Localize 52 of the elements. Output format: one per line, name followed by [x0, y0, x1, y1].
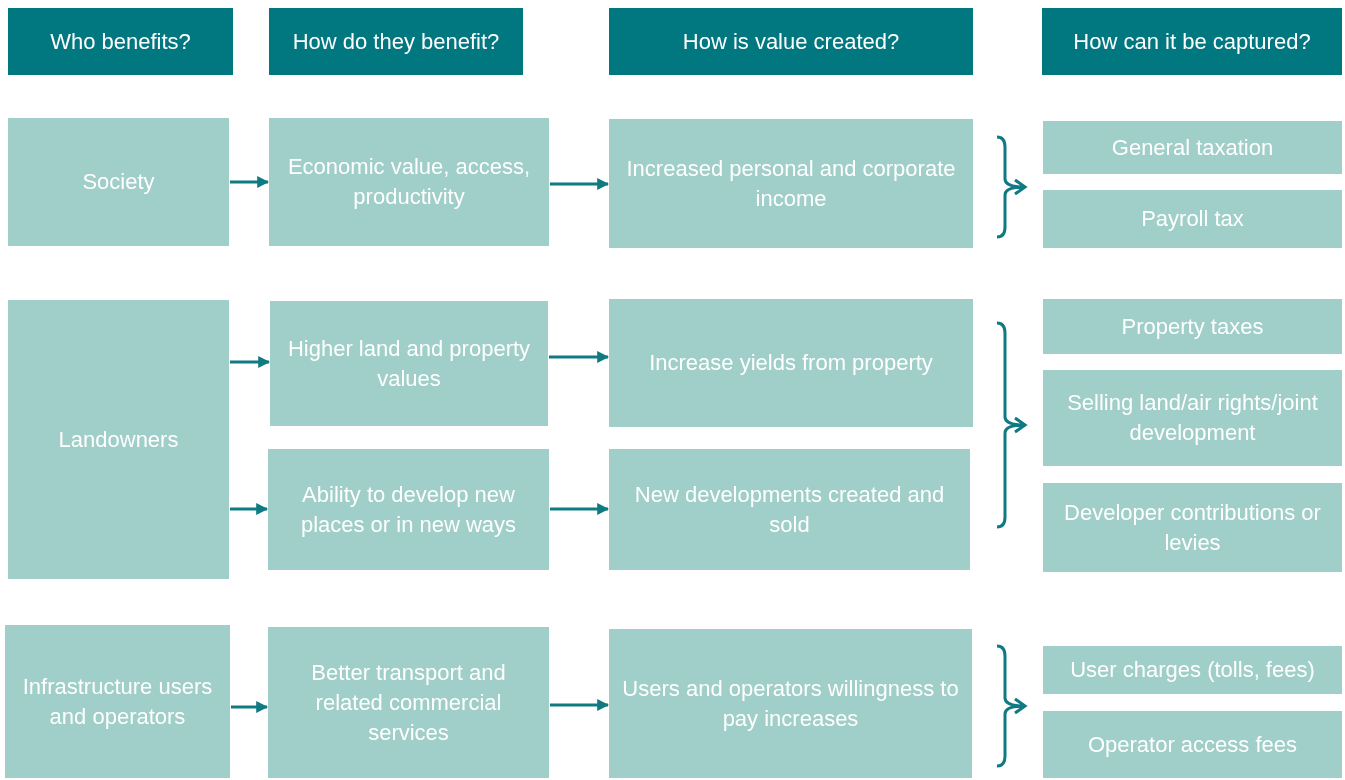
box-label: New developments created and sold	[633, 480, 946, 539]
header-box	[8, 8, 233, 75]
process-box	[609, 629, 972, 778]
box-label: Who benefits?	[50, 27, 191, 56]
arrow	[231, 701, 269, 713]
process-box	[1043, 299, 1342, 354]
arrow	[230, 176, 270, 188]
box-label: Increase yields from property	[649, 349, 933, 377]
box-label: Economic value, access, productivity	[286, 153, 532, 211]
process-box	[5, 625, 230, 778]
box-label: How is value created?	[682, 27, 900, 56]
process-box	[1043, 483, 1342, 572]
arrow	[550, 503, 610, 515]
box-label: Increased personal and corporate income	[625, 154, 957, 213]
header-box	[609, 8, 973, 75]
box-label: Developer contributions or levies	[1063, 498, 1322, 557]
arrow	[230, 503, 269, 515]
process-box	[268, 627, 549, 778]
box-label: Users and operators willingness to pay increases	[621, 674, 960, 733]
arrow	[550, 178, 610, 190]
box-label: Payroll tax	[1141, 205, 1244, 233]
process-box	[1043, 121, 1342, 174]
box-label: Society	[82, 168, 155, 196]
box-label: Better transport and related commercial services	[310, 658, 507, 747]
process-box	[269, 118, 549, 246]
box-label: User charges (tolls, fees)	[1070, 656, 1315, 684]
process-box	[1043, 711, 1342, 778]
process-box	[609, 119, 973, 248]
box-label: Higher land and property values	[286, 334, 532, 393]
process-box	[609, 299, 973, 427]
arrow	[230, 356, 271, 368]
header-box	[1042, 8, 1342, 75]
process-box	[1043, 370, 1342, 466]
box-label: General taxation	[1111, 133, 1274, 162]
arrow	[549, 351, 610, 363]
box-label: Infrastructure users and operators	[21, 672, 214, 731]
process-box	[1043, 190, 1342, 248]
box-label: How do they benefit?	[292, 27, 500, 56]
box-label: Selling land/air rights/joint development	[1066, 389, 1319, 447]
process-box	[270, 301, 548, 426]
arrow	[550, 699, 610, 711]
process-box	[268, 449, 549, 570]
box-label: Ability to develop new places or in new ways	[299, 480, 518, 539]
process-box	[1043, 646, 1342, 694]
process-box	[8, 300, 229, 579]
process-box	[609, 449, 970, 570]
box-label: Operator access fees	[1087, 730, 1298, 759]
box-label: How can it be captured?	[1073, 27, 1311, 56]
process-box	[8, 118, 229, 246]
box-label: Landowners	[58, 425, 179, 454]
box-label: Property taxes	[1121, 312, 1264, 341]
header-box	[269, 8, 523, 75]
